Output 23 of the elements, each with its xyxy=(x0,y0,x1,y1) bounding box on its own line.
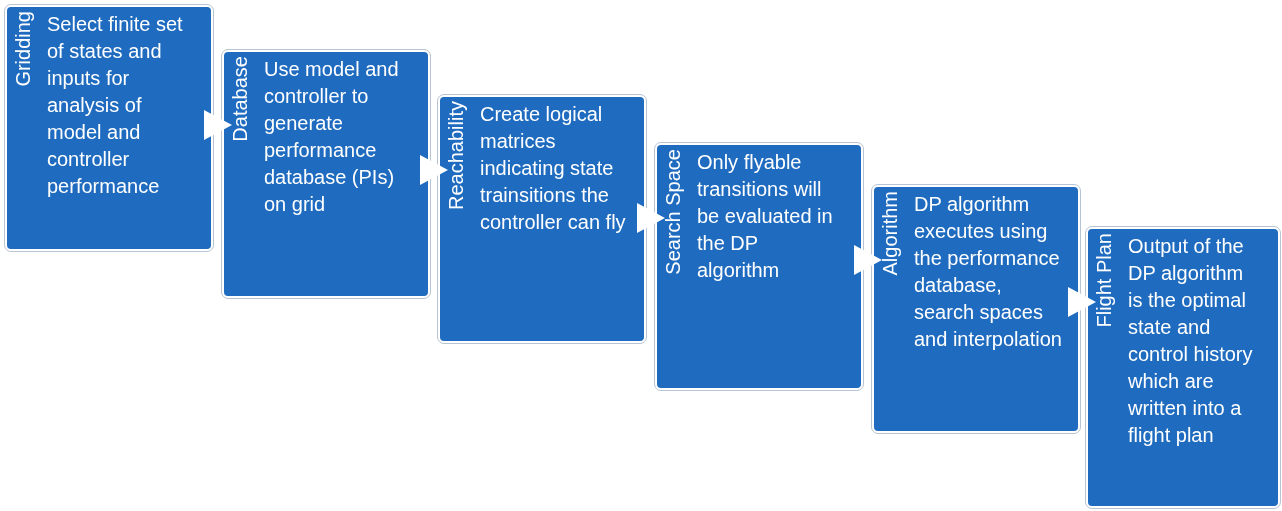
process-box xyxy=(222,50,430,298)
arrow xyxy=(420,155,448,185)
box-description: Output of the DP algorithm is the optimal state and control history which are written into a flight plan xyxy=(1127,234,1254,448)
process-box xyxy=(5,5,213,251)
box-description: Use model and controller to generate performance database (PIs) on grid xyxy=(263,57,400,217)
box-description: Select finite set of states and inputs for analysis of model and controller performance xyxy=(46,12,184,199)
arrow xyxy=(1068,287,1096,317)
box-heading: Reachability xyxy=(444,101,468,210)
process-box xyxy=(438,95,646,343)
process-box xyxy=(1086,227,1280,508)
arrow xyxy=(204,110,232,140)
box-description: Only flyable transitions will be evaluated in the DP algorithm xyxy=(696,150,834,283)
process-box xyxy=(872,185,1080,433)
box-description: DP algorithm executes using the performance database, search spaces and interpolation xyxy=(913,192,1063,352)
box-heading: Algorithm xyxy=(878,191,902,276)
arrow xyxy=(637,203,665,233)
box-heading: Database xyxy=(228,56,252,142)
box-heading: Gridding xyxy=(11,11,35,87)
arrow xyxy=(854,245,882,275)
box-heading: Search Space xyxy=(661,149,685,275)
box-heading: Flight Plan xyxy=(1092,233,1116,328)
box-description: Create logical matrices indicating state trainsitions the controller can fly xyxy=(479,102,627,235)
process-box xyxy=(655,143,863,390)
